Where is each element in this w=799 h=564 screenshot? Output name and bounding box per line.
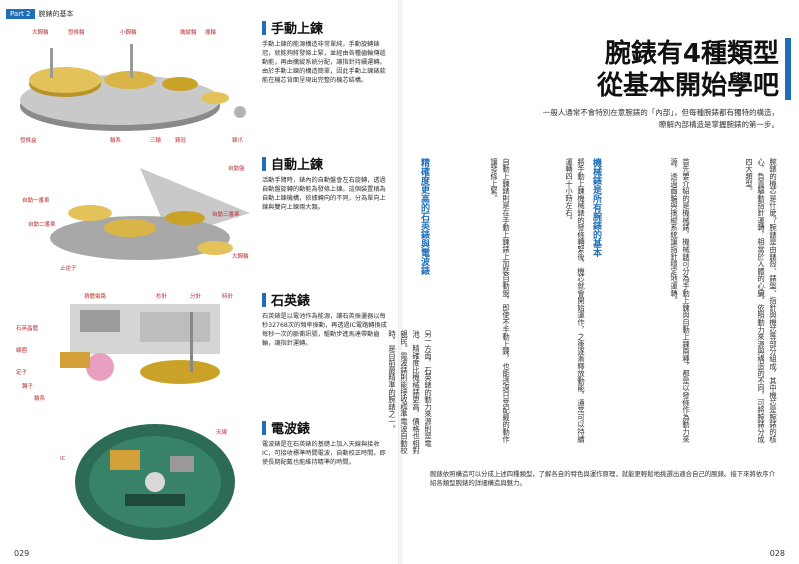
label-second-hand: 秒針	[156, 294, 168, 300]
page-number-left: 029	[14, 549, 30, 558]
title-bar	[262, 20, 266, 35]
part-header: Part 2 腕錶的基本	[6, 8, 74, 20]
body-column-4: 自動上鍊錶則是在手動上鍊錶上加裝自動盤，即使不手動上鍊，也能透過日常配戴的動作讓…	[490, 158, 511, 443]
label-third-wheel: 三輪	[150, 138, 162, 144]
body-column-3: 將手動上鍊機械錶的發條轉緊後，機芯就會開始運作，之後逐漸釋放動能，通常可以持續運…	[565, 158, 586, 443]
part-title: 腕錶的基本	[38, 10, 74, 18]
label-small-wheel: 小鋼輪	[120, 30, 137, 36]
title-accent-bar	[785, 38, 791, 100]
radio-movement-illustration	[75, 424, 235, 540]
label-minute-hand: 分針	[190, 294, 202, 300]
label-ic-radio: IC	[60, 456, 66, 462]
title-bar	[262, 420, 266, 435]
label-auto-wheel-2: 自動二番車	[28, 222, 56, 228]
main-title-line-1: 腕錶有4種類型	[604, 39, 779, 69]
body-column-6: 腕錶依照構造可以分成上述四種類型，了解各自的特色與運作原理，就能更輕鬆地挑選出適…	[430, 470, 776, 487]
main-title: 腕錶有4種類型 從基本開始學吧	[597, 38, 779, 102]
section-title-manual: 手動上鍊	[262, 18, 323, 37]
page-number-right: 028	[769, 549, 785, 558]
title-bar	[262, 292, 266, 307]
title-bar	[262, 156, 266, 171]
label-click: 棘爪	[232, 138, 244, 144]
label-auto-wheel-3: 自動三番車	[212, 212, 240, 218]
label-crown: 錶冠	[175, 138, 187, 144]
label-ratchet-wheel: 發條輪	[68, 30, 85, 36]
section-text-automatic: 活動手臂時，錶內的自動盤會左右旋轉，透過自動盤旋轉的動能為發條上鍊。這個裝置稱為…	[262, 177, 386, 211]
section-text-manual: 手動上鍊的能源構造非常單純，手動旋轉錶冠，就能夠將發條上緊，並經由各種齒輪傳遞動…	[262, 41, 386, 84]
label-escape-wheel: 擒縱輪	[180, 30, 197, 36]
label-hour-hand: 時針	[222, 294, 234, 300]
section-title-automatic: 自動上鍊	[262, 154, 323, 173]
body-column-2: 首先要介紹的是機械錶，機械錶可分為手動上鍊與自動上鍊兩種，都是以發條作為動力來源…	[670, 158, 691, 443]
manual-movement-illustration	[20, 44, 246, 131]
label-balance: 擺輪	[205, 30, 217, 36]
label-crystal: 石英晶體	[16, 326, 39, 332]
label-antenna: 天線	[216, 430, 228, 436]
subtitle-line-1: 一般人通常不會特別在意腕錶的「內部」，但每種腕錶都有獨特的構造，	[542, 108, 779, 117]
section-text-radio: 電波錶是在石英錶的基礎上加入天線與接收IC，可接收標準時間電波，自動校正時間。即…	[262, 441, 386, 466]
label-barrel: 發條盒	[20, 138, 37, 144]
label-train: 輪系	[110, 138, 122, 144]
main-title-line-2: 從基本開始學吧	[596, 71, 779, 101]
section-text-quartz: 石英錶是以電池作為能源，讓石英振盪器以每秒32768次的頻率振動，再透過IC電路…	[262, 313, 387, 347]
subtitle-line-2: 瞭解內部構造是掌握腕錶的第一步。	[659, 120, 779, 129]
automatic-movement-illustration	[50, 168, 250, 260]
label-pawl: 止逆子	[60, 266, 77, 272]
section-title-radio: 電波錶	[262, 418, 310, 437]
body-column-1: 腕錶的機芯是什麼？腕錶是由錶殼、錶盤、指針與機芯等部分組成，其中機芯是腕錶的核心…	[745, 158, 778, 443]
section-heading-mechanical: 機械錶是所有腕錶的基本	[591, 158, 601, 257]
label-rotor: 自動盤	[228, 166, 245, 172]
body-column-5: 另一方面，石英錶的動力來源則是電池，精確度比機械錶更高，價格也相對親民。電波錶則…	[388, 330, 433, 455]
label-rotor-q: 轉子	[22, 384, 34, 390]
label-coil: 線圈	[16, 348, 28, 354]
page-gutter	[398, 0, 402, 564]
subtitle: 一般人通常不會特別在意腕錶的「內部」，但每種腕錶都有獨特的構造， 瞭解內部構造是…	[543, 107, 779, 131]
label-auto-great-wheel: 大鋼輪	[232, 254, 249, 260]
section-title-quartz: 石英錶	[262, 290, 310, 309]
label-ic: 積體電路	[84, 294, 107, 300]
label-train-q: 輪系	[34, 396, 46, 402]
label-stator: 定子	[16, 370, 28, 376]
section-heading-quartz-radio: 精確度更高的石英錶與電波錶	[419, 158, 429, 275]
part-badge: Part 2	[6, 9, 35, 19]
quartz-movement-illustration	[60, 304, 220, 384]
label-auto-wheel-1: 自動一番車	[22, 198, 50, 204]
label-great-wheel: 大鋼輪	[32, 30, 49, 36]
